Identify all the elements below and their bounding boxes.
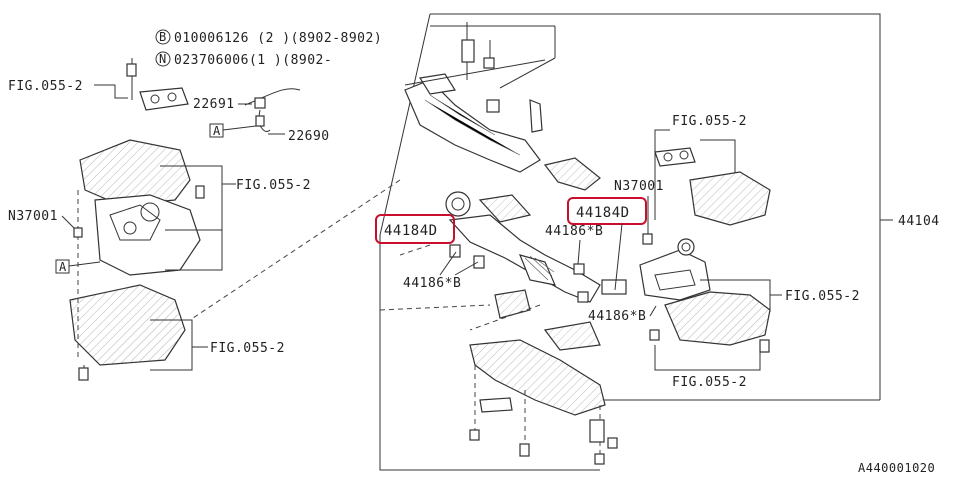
exhaust-manifold-right xyxy=(639,249,711,301)
stud-bolt-icon xyxy=(126,63,137,77)
sensor-icon xyxy=(195,185,205,199)
bolt-ref-circle xyxy=(155,29,171,45)
bracket-upper-icon xyxy=(461,39,475,63)
gasket-ring-icon xyxy=(445,191,471,217)
leader-dashed-upper xyxy=(189,179,401,321)
bolt-under-1 xyxy=(469,429,480,441)
ref-a-top: A xyxy=(213,124,221,138)
flange-gasket-icon xyxy=(601,279,627,295)
exhaust-manifold-left xyxy=(94,194,201,276)
bolt-left-icon xyxy=(449,244,461,258)
nut-icon-right-lower xyxy=(649,329,660,341)
left-assembly: FIG.055-2 N37001 A FIG.055-2 xyxy=(8,58,311,381)
front-pipe-center xyxy=(445,191,627,319)
callout-44184d-right[interactable] xyxy=(567,197,647,225)
bolt-icon-right xyxy=(759,339,770,353)
part-44186b-left: 44186*B xyxy=(403,276,461,291)
manifold-port-icon xyxy=(677,238,695,256)
nut-under-icon xyxy=(607,437,618,449)
fig-ref-right-top: FIG.055-2 xyxy=(672,114,747,129)
bolt-ref-letter: B xyxy=(159,30,167,44)
leader-top xyxy=(404,59,546,86)
part-44186b-center: 44186*B xyxy=(545,224,603,239)
nut-icon-left xyxy=(73,227,83,238)
bolt-icon-lower-left xyxy=(78,367,89,381)
nut-flange-icon xyxy=(573,263,585,275)
fig-ref-left-mid: FIG.055-2 xyxy=(236,178,311,193)
fig-ref-right-mid: FIG.055-2 xyxy=(785,289,860,304)
n37001-right: N37001 xyxy=(614,179,664,194)
part-44104: 44104 xyxy=(898,214,940,229)
o2-sensor-harness: 22691 22690 A xyxy=(193,88,330,144)
n37001-left: N37001 xyxy=(8,209,58,224)
gasket-upper-right xyxy=(654,147,696,167)
harness-connector-icon xyxy=(254,97,266,109)
fig-ref-right-bottom: FIG.055-2 xyxy=(672,375,747,390)
bolt-under-3 xyxy=(594,453,605,465)
ref-box-a-top xyxy=(209,123,224,138)
nut-ref-letter: N xyxy=(159,52,167,66)
bolt-ref-note: 010006126 (2 )(8902-8902) xyxy=(174,31,382,46)
fig-ref-left-top: FIG.055-2 xyxy=(8,79,83,94)
fig-ref-left-bottom: FIG.055-2 xyxy=(210,341,285,356)
hanger-icon xyxy=(486,99,500,113)
front-pipe-upper xyxy=(404,22,556,173)
part-44184d-right: 44184D xyxy=(576,205,630,221)
under-clip-icon xyxy=(479,397,513,413)
gasket-upper-left xyxy=(139,87,189,111)
nut-ref-note: 023706006(1 )(8902- xyxy=(174,53,332,68)
part-22691: 22691 xyxy=(193,97,235,112)
harness-clip-icon xyxy=(255,115,265,127)
bracket-under-icon xyxy=(589,419,605,443)
part-44186b-right: 44186*B xyxy=(588,309,646,324)
main-assembly-frame: 44104 xyxy=(379,13,940,471)
header-notes: B 010006126 (2 )(8902-8902) N 023706006(… xyxy=(155,29,382,68)
spacer-icon xyxy=(529,99,543,133)
bolt-flange-icon xyxy=(577,291,589,303)
under-cover xyxy=(469,339,618,465)
diagram-id: A440001020 xyxy=(858,461,935,475)
nut-upper-icon xyxy=(483,57,495,69)
ref-a-left: A xyxy=(59,260,67,274)
ref-box-a-left xyxy=(55,259,70,274)
nut-ref-circle xyxy=(155,51,171,67)
bolt-under-2 xyxy=(519,443,530,457)
part-44184d-left: 44184D xyxy=(384,223,438,239)
front-pipe-top xyxy=(404,79,541,173)
part-22690: 22690 xyxy=(288,129,330,144)
nut-icon-right xyxy=(642,233,653,245)
pipe-flange-top xyxy=(419,73,456,95)
right-assembly: FIG.055-2 N37001 FIG.055-2 FIG.055-2 441… xyxy=(588,114,860,390)
bolt-mid-icon xyxy=(473,255,485,269)
callout-44184d-left[interactable] xyxy=(375,214,455,244)
